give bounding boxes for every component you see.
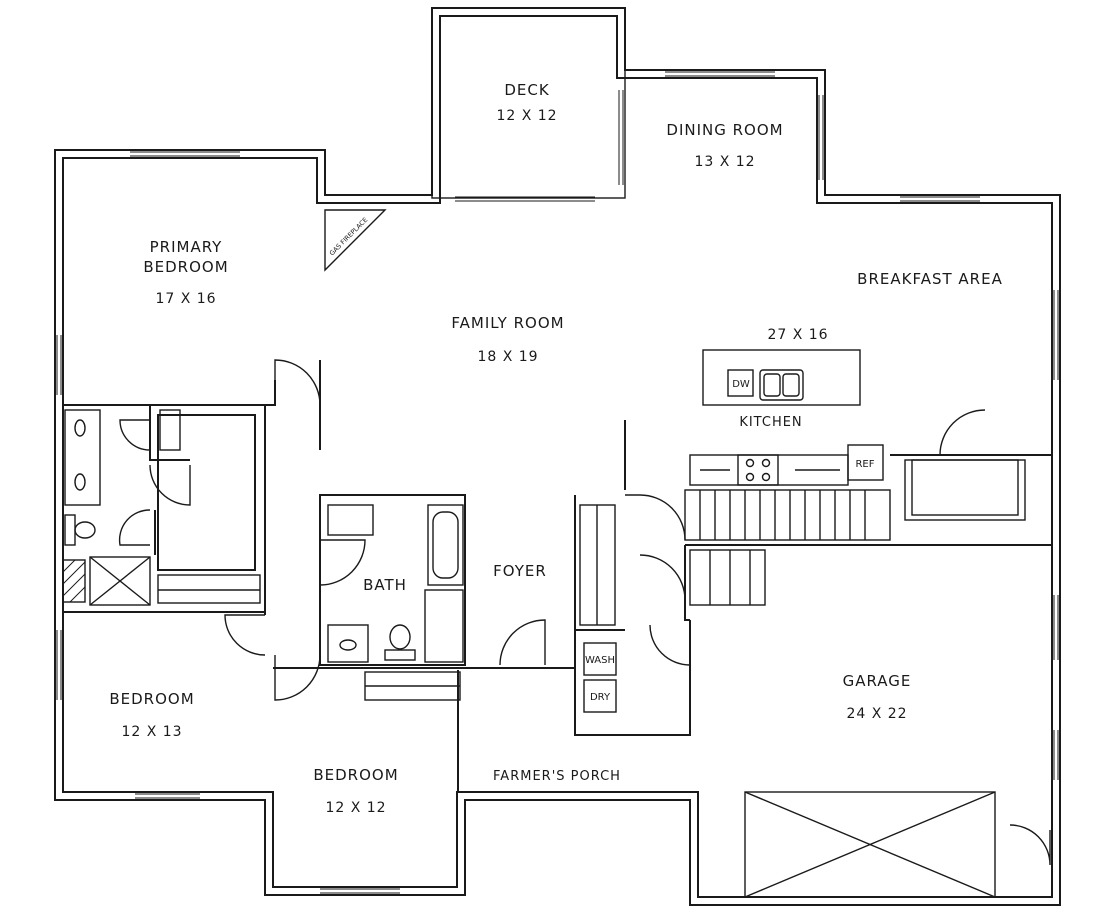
kitchen-label: KITCHEN bbox=[739, 415, 802, 430]
gas-fireplace: GAS FIREPLACE bbox=[324, 209, 387, 272]
primary-bedroom-size: 17 X 16 bbox=[155, 291, 216, 307]
deck-outline bbox=[431, 7, 626, 199]
refrigerator-label: REF bbox=[855, 459, 874, 470]
washer-label: WASH bbox=[585, 655, 615, 666]
windows bbox=[56, 71, 1059, 894]
bedroom-mid-label: BEDROOM bbox=[313, 766, 398, 784]
room-labels: DECK 12 X 12 DINING ROOM 13 X 12 PRIMARY… bbox=[109, 81, 1003, 816]
farmers-porch-label: FARMER'S PORCH bbox=[493, 769, 621, 784]
deck-label: DECK bbox=[504, 81, 550, 99]
dining-room-size: 13 X 12 bbox=[694, 154, 755, 170]
dishwasher-label: DW bbox=[732, 379, 750, 390]
garage-size: 24 X 22 bbox=[846, 706, 907, 722]
interior-walls bbox=[62, 349, 1052, 898]
bedroom-mid-size: 12 X 12 bbox=[325, 800, 386, 816]
garage-label: GARAGE bbox=[843, 672, 912, 690]
primary-bedroom-label-2: BEDROOM bbox=[143, 258, 228, 276]
dining-room-label: DINING ROOM bbox=[666, 121, 783, 139]
family-room-label: FAMILY ROOM bbox=[451, 314, 564, 332]
deck-size: 12 X 12 bbox=[496, 108, 557, 124]
bath-label: BATH bbox=[363, 576, 407, 594]
family-room-size: 18 X 19 bbox=[477, 349, 538, 365]
foyer-label: FOYER bbox=[493, 562, 547, 580]
doors bbox=[118, 359, 1051, 866]
primary-bedroom-label-1: PRIMARY bbox=[150, 238, 223, 256]
bedroom-left-size: 12 X 13 bbox=[121, 724, 182, 740]
bedroom-left-label: BEDROOM bbox=[109, 690, 194, 708]
dryer-label: DRY bbox=[590, 692, 611, 703]
stair-treads bbox=[699, 490, 866, 540]
breakfast-area-label: BREAKFAST AREA bbox=[857, 270, 1003, 288]
breakfast-area-size: 27 X 16 bbox=[767, 327, 828, 343]
fireplace-label: GAS FIREPLACE bbox=[328, 216, 369, 257]
